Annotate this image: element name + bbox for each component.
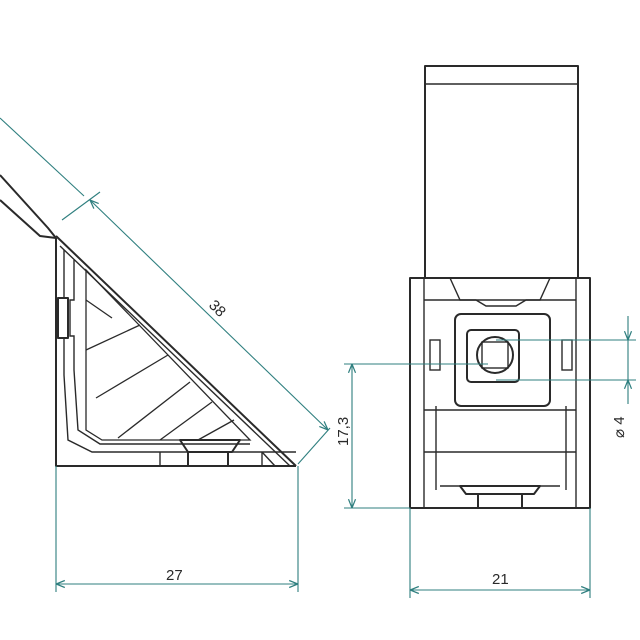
left-wall-notch	[57, 297, 69, 339]
screw-head-right	[477, 493, 523, 509]
screw-seat-left	[179, 439, 241, 453]
extension-line	[0, 117, 85, 197]
hatch-line	[85, 299, 113, 319]
top-cap	[449, 277, 551, 307]
bottom-width-left-label: 27	[166, 567, 183, 584]
hatch-line	[197, 419, 235, 441]
right-slot	[561, 339, 573, 371]
diagonal-length-label: 38	[205, 297, 229, 321]
nut-housing	[454, 313, 551, 407]
upper-arm-front	[424, 65, 579, 278]
hole-circle	[476, 336, 514, 374]
height-label: 17,3	[335, 417, 352, 446]
bottom-width-right-label: 21	[492, 571, 509, 588]
nut-square	[466, 329, 520, 383]
left-wall-inner-2	[69, 260, 250, 445]
hatch-line	[117, 381, 191, 439]
right-view-dimensions: 17,3 ⌀ 4 21	[335, 316, 636, 598]
bracket-side-view	[0, 174, 297, 467]
left-view-dimensions: 38 27	[0, 117, 331, 592]
front-body-outline	[409, 277, 591, 509]
extension-line	[297, 427, 331, 465]
hole-inner-square	[481, 341, 509, 369]
hatch-line	[95, 354, 169, 399]
left-slot	[429, 339, 441, 371]
hatch-line	[159, 401, 213, 441]
seat-edge	[261, 451, 276, 467]
bracket-front-view	[409, 65, 591, 509]
hole-diameter-label: ⌀ 4	[611, 416, 628, 438]
upper-arm-back-edge	[0, 199, 57, 239]
screw-head-left	[187, 451, 229, 467]
bracket-diagonal-edge	[55, 235, 297, 467]
diagonal-dimension-line	[90, 200, 328, 430]
hatch-line	[85, 324, 141, 351]
upper-arm-outline	[0, 174, 57, 239]
thickness-dimension-line	[61, 191, 101, 221]
screw-seat-right	[459, 485, 541, 495]
